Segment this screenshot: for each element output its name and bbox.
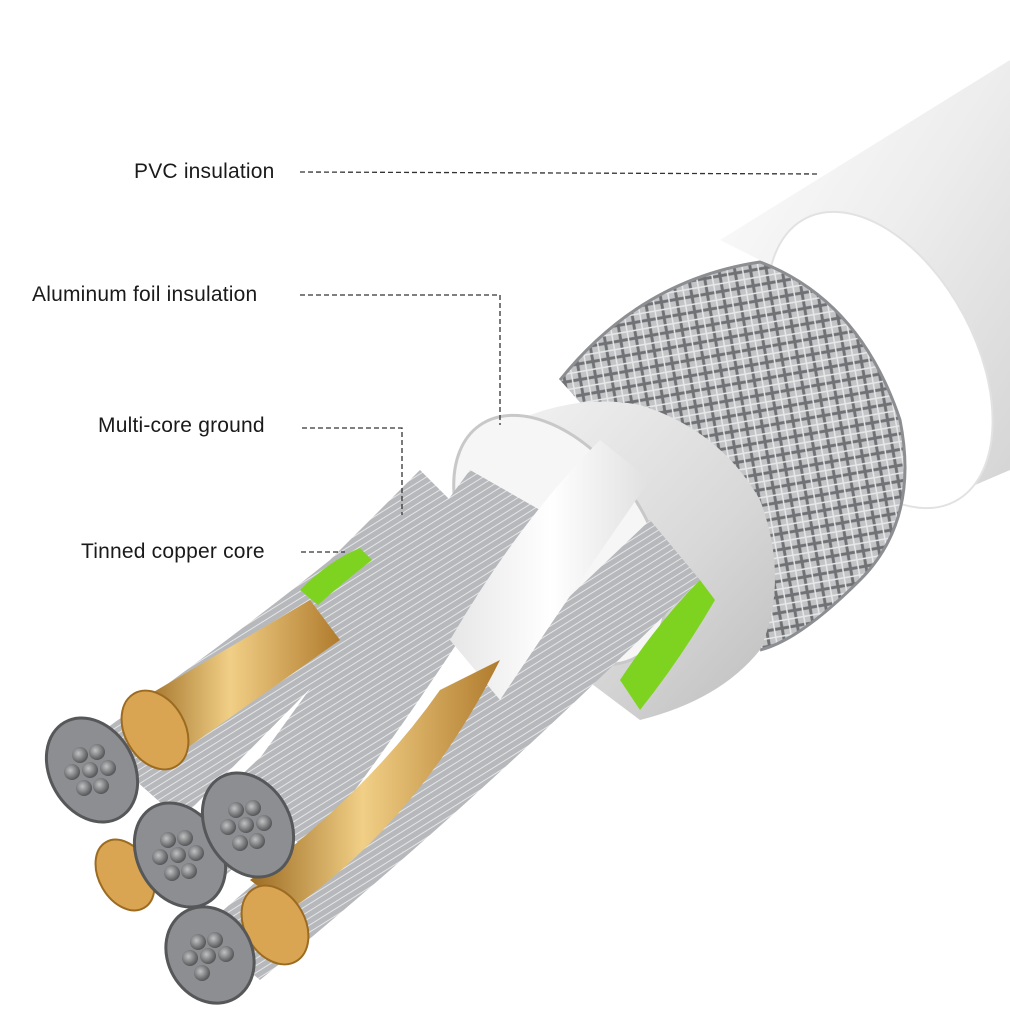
leader-line-aluminum <box>300 295 500 425</box>
label-aluminum-foil-insulation: Aluminum foil insulation <box>32 283 257 307</box>
leader-line-ground <box>302 428 402 515</box>
leader-line-pvc <box>300 172 820 174</box>
label-tinned-copper-core: Tinned copper core <box>81 540 265 564</box>
label-pvc-insulation: PVC insulation <box>134 160 275 184</box>
label-multi-core-ground: Multi-core ground <box>98 414 265 438</box>
